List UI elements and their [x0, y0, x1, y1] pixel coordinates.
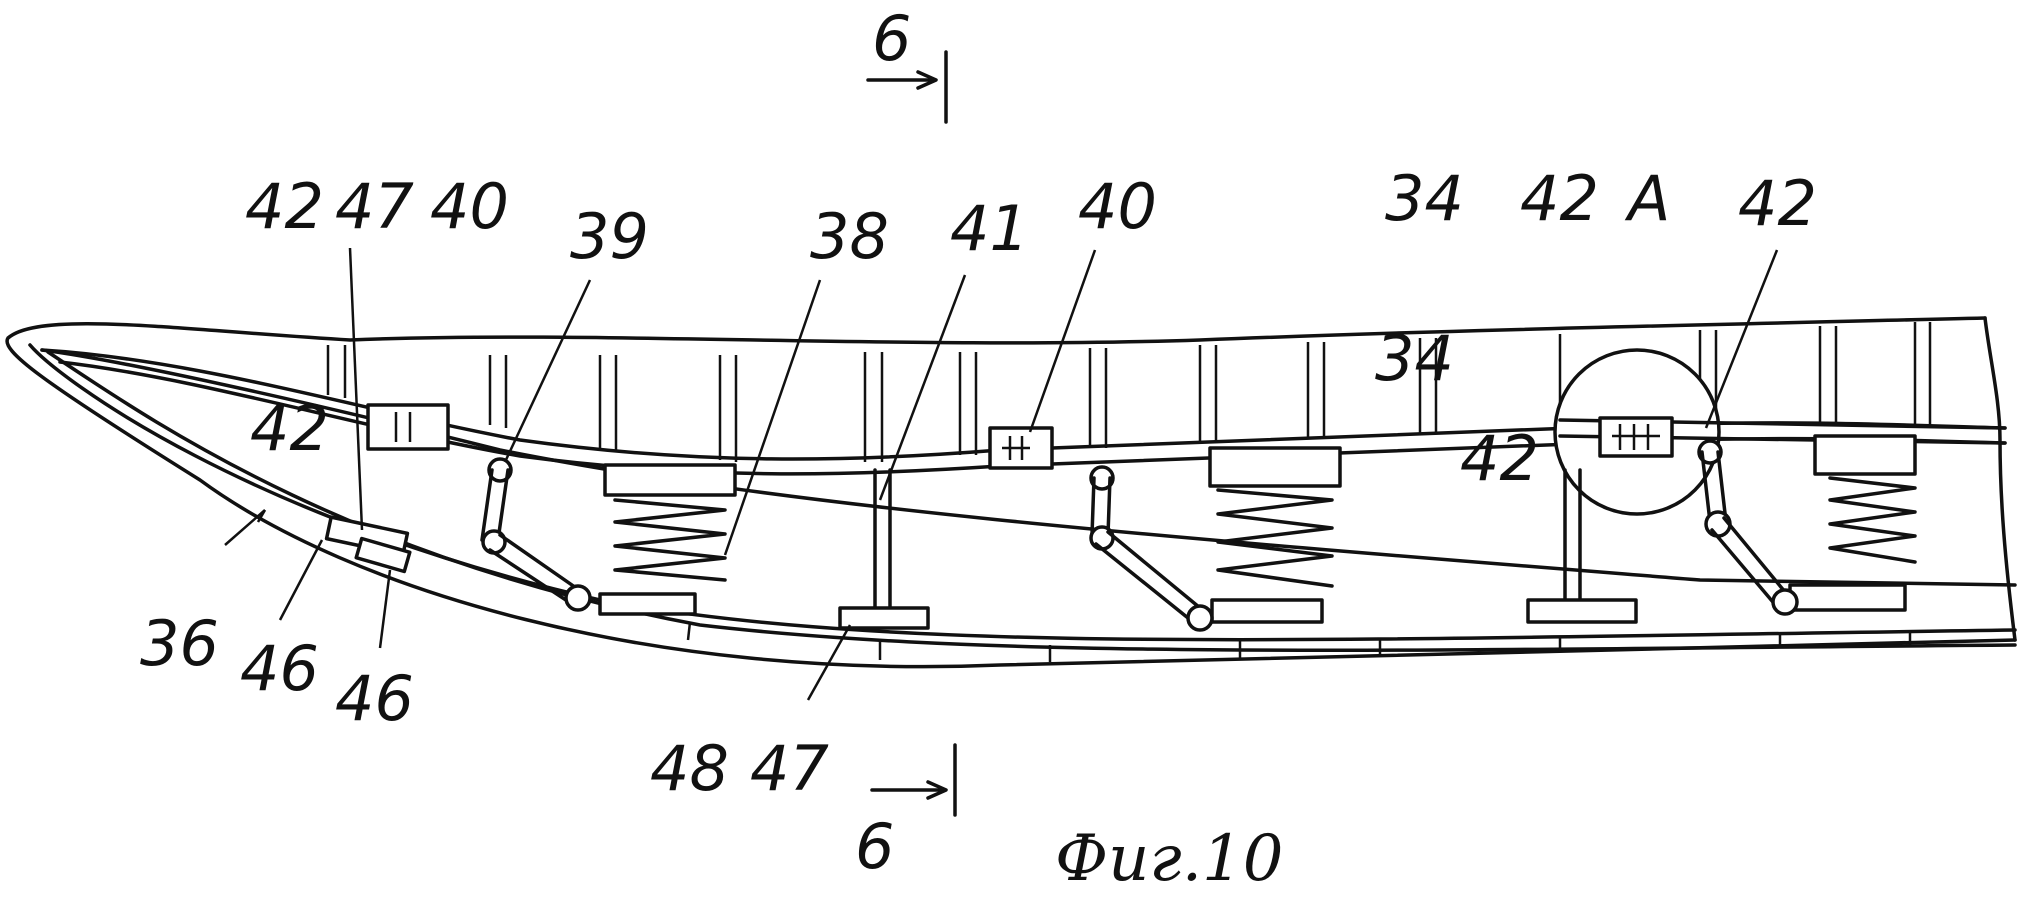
section-marker-bottom: 6 [855, 743, 957, 883]
label-47-bottom: 47 [750, 732, 829, 805]
label-42-left: 42 [245, 170, 324, 243]
ski-hull [5, 316, 2017, 669]
label-38: 38 [810, 200, 889, 273]
figure-caption: Фиг.10 [1055, 822, 1283, 896]
joint-A [1553, 348, 2007, 516]
label-34: 34 [1385, 162, 1464, 235]
label-47-top: 47 [335, 170, 414, 243]
label-46-b: 46 [335, 662, 414, 735]
label-39: 39 [570, 200, 649, 273]
label-42-body-left: 42 [250, 392, 329, 465]
post-41-b [1526, 468, 1638, 624]
label-40-left: 40 [430, 170, 509, 243]
section-marker-top: 6 [866, 2, 948, 124]
linkage-39-a [480, 457, 592, 612]
leader-lines [224, 247, 1779, 701]
section-bottom-label: 6 [855, 810, 894, 883]
tip-pads [324, 515, 412, 574]
label-36: 36 [140, 607, 219, 680]
label-41: 41 [950, 192, 1029, 265]
spring-38-b [1208, 446, 1342, 624]
label-40-mid: 40 [1078, 170, 1157, 243]
label-A: A [1624, 162, 1670, 235]
label-42-mid: 42 [1520, 162, 1599, 235]
label-46-a: 46 [240, 632, 319, 705]
sole-segments [256, 509, 1912, 662]
clamp-40-left [366, 403, 450, 451]
label-42-body-mid: 42 [1460, 422, 1539, 495]
label-42-right: 42 [1738, 167, 1817, 240]
label-48: 48 [650, 732, 729, 805]
linkage-39-c [1697, 439, 1799, 616]
spring-38-a [598, 463, 737, 616]
part-labels: 42 47 40 39 38 41 40 34 42 A 42 34 42 42… [140, 162, 1817, 805]
post-41-a [838, 468, 930, 630]
label-34-body: 34 [1375, 322, 1454, 395]
spring-38-c [1788, 434, 1917, 612]
linkage-39-b [1089, 465, 1214, 632]
clamp-40-mid [988, 426, 1054, 470]
section-top-label: 6 [872, 2, 911, 75]
